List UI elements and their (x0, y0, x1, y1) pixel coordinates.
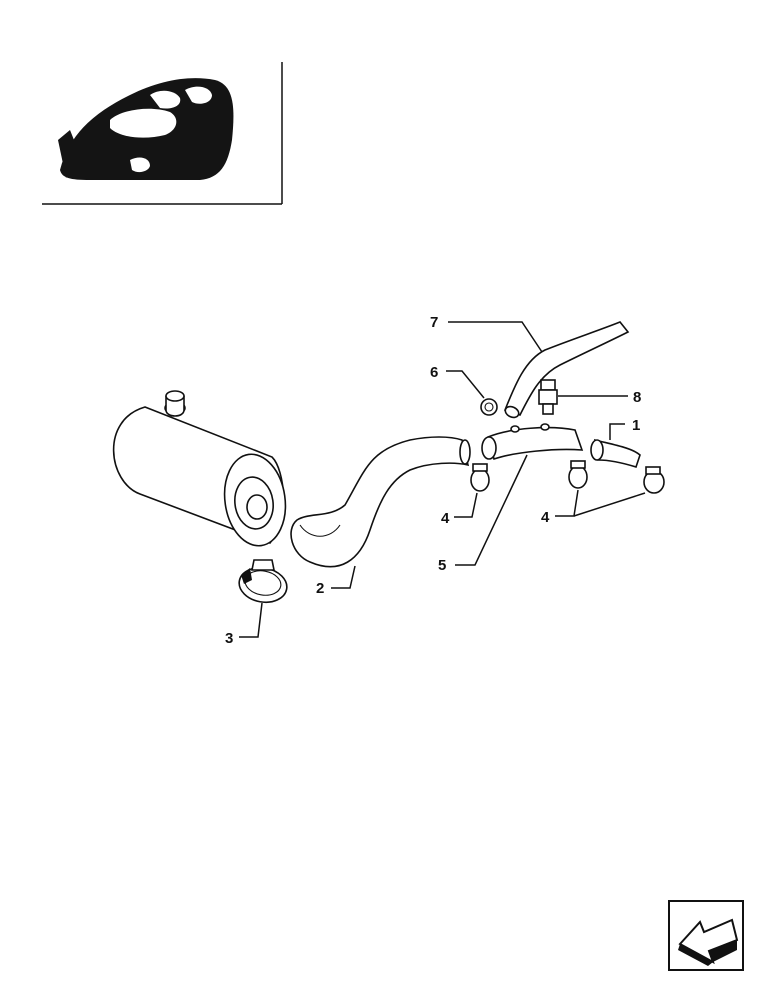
hose-clamp-large (238, 559, 288, 604)
callout-2: 2 (316, 580, 324, 597)
callout-4-left: 4 (441, 510, 450, 527)
connecting-hose (481, 423, 584, 461)
air-filter (112, 390, 287, 547)
callout-6: 6 (430, 364, 438, 381)
vent-pipe (503, 321, 630, 419)
engine-location-thumbnail (42, 62, 283, 205)
hex-nut (480, 398, 498, 416)
leader-lines (239, 321, 646, 638)
callout-1: 1 (632, 417, 640, 434)
callout-4-right: 4 (541, 509, 550, 526)
callout-7: 7 (430, 314, 438, 331)
pressure-sensor (538, 379, 558, 415)
small-clamp-middle (568, 460, 588, 489)
callout-8: 8 (633, 389, 641, 406)
small-clamp-right (643, 466, 665, 494)
short-hose (590, 438, 641, 468)
arrow-back-icon[interactable] (668, 900, 744, 971)
callout-5: 5 (438, 557, 446, 574)
intake-hose (290, 436, 471, 568)
callout-3: 3 (225, 630, 233, 647)
small-clamp-left (470, 463, 490, 492)
